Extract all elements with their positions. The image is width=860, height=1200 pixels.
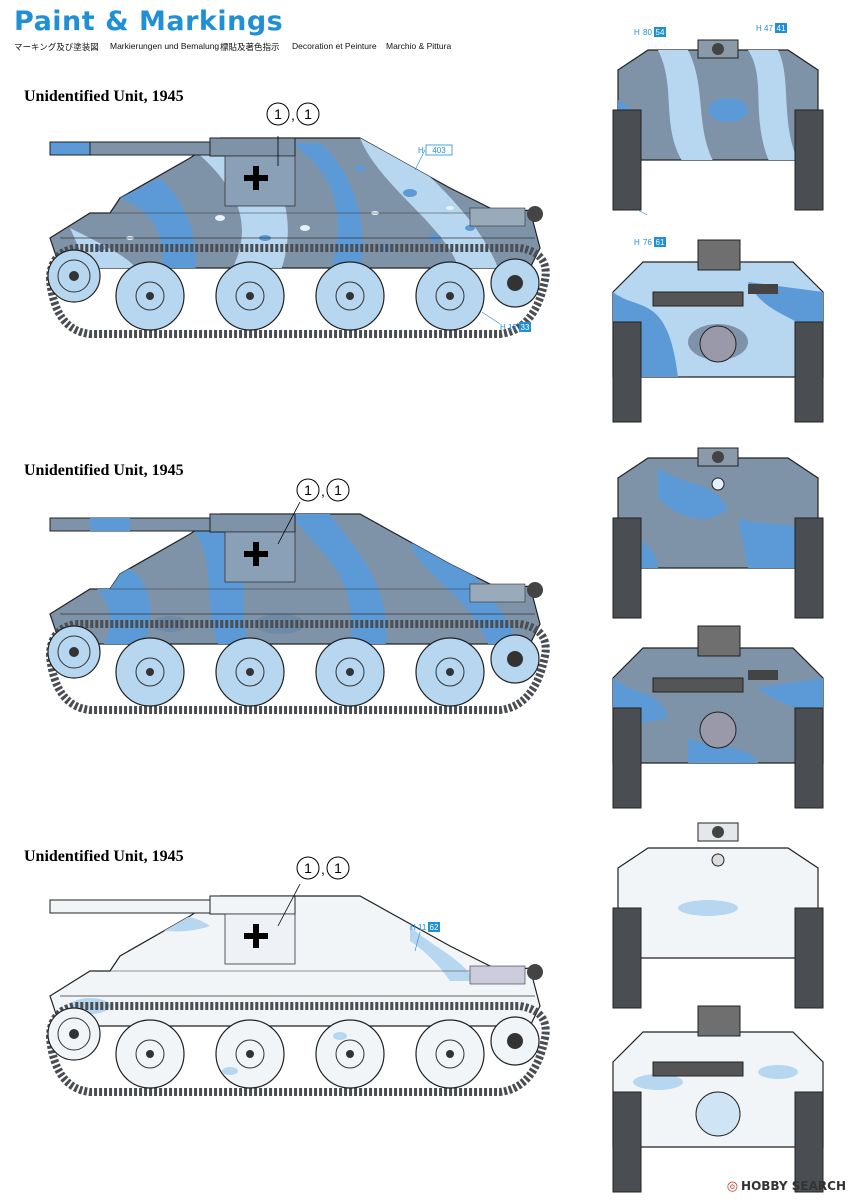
profile-1-drive-sprocket [47, 249, 101, 303]
svg-text:61: 61 [656, 238, 665, 247]
profile-1-idler-wheel [490, 258, 540, 308]
profile-1-rear-view: H 76 61 [612, 237, 824, 423]
profile-3-side-view: 1 , 1 H 11 62 [45, 856, 550, 1096]
profile-3-color-label-1: H 11 62 [410, 922, 440, 952]
profile-1-front-label-2: H 47 41 [756, 23, 787, 33]
profile-3-callout-sep: , [321, 861, 325, 877]
profile-2-drive-sprocket [47, 625, 101, 679]
profile-3-unit-title: Unidentified Unit, 1945 [24, 848, 184, 865]
svg-text:H: H [418, 146, 424, 155]
profile-2-rear-view [612, 625, 824, 809]
profile-1-callout-a: 1 [274, 106, 282, 122]
profile-1-front-label-3: H 16 28 [637, 209, 649, 215]
profile-2-unit-title: Unidentified Unit, 1945 [24, 462, 184, 479]
profile-1-side-view: 1 , 1 H 403 H 12 33 [45, 102, 550, 338]
profile-1-unit-title: Unidentified Unit, 1945 [24, 88, 184, 105]
subtitle-french: Decoration et Peinture [292, 41, 377, 51]
profile-3-idler-wheel [490, 1016, 540, 1066]
profile-2-callout-b: 1 [334, 482, 342, 498]
profile-1-callout-sep: , [291, 107, 295, 123]
profile-1-color-label-1: H 403 [414, 144, 453, 171]
profile-1-balkenkreuz [244, 166, 268, 190]
profile-1-callout-b: 1 [304, 106, 312, 122]
subtitle-chinese: 標貼及著色指示 [220, 42, 280, 52]
svg-text:33: 33 [521, 323, 530, 332]
profile-3-front-view [612, 822, 824, 1009]
profile-1-hull [49, 137, 543, 269]
svg-text:41: 41 [777, 24, 786, 33]
page-title: Paint & Markings [14, 6, 284, 37]
profile-1-track [45, 244, 550, 338]
subtitle-german: Markierungen und Bemalung [110, 41, 220, 51]
profile-3-callout: 1 , 1 [277, 856, 350, 927]
profile-2-side-view: 1 , 1 [45, 478, 550, 714]
hobby-search-text: HOBBY SEARCH [741, 1179, 846, 1193]
profile-2-balkenkreuz [244, 542, 268, 566]
svg-text:54: 54 [656, 28, 665, 37]
profile-3-callout-a: 1 [304, 860, 312, 876]
profile-3-rear-view [612, 1005, 824, 1193]
profile-1-front-view: H 80 54 H 47 41 H 16 28 [612, 23, 824, 215]
profile-2-road-wheels [115, 637, 485, 707]
profile-1-gun [49, 137, 296, 157]
profile-1-front-label-1: H 80 54 [634, 27, 666, 37]
profile-2-gun [49, 513, 296, 533]
profile-2-front-view [612, 447, 824, 619]
profile-3-road-wheels [115, 1019, 485, 1089]
svg-text:H: H [634, 238, 640, 247]
svg-text:H: H [756, 24, 762, 33]
profile-3-gun [49, 895, 296, 915]
profile-3-callout-b: 1 [334, 860, 342, 876]
profile-1-callout: 1 , 1 [266, 102, 320, 166]
svg-text:H: H [410, 923, 416, 932]
profile-2-callout: 1 , 1 [277, 478, 350, 545]
profile-1-road-wheels [115, 261, 485, 331]
subtitle-japanese: マーキング及び塗装図 [14, 42, 99, 52]
svg-text:76: 76 [643, 238, 652, 247]
profile-1-rear-label-1: H 76 61 [634, 237, 666, 247]
profile-2-track [45, 620, 550, 714]
profile-3-balkenkreuz [244, 924, 268, 948]
profile-2-idler-wheel [490, 634, 540, 684]
subtitle-italian: Marchio & Pittura [386, 41, 452, 51]
profile-2-hull [49, 513, 543, 645]
profile-1-color-label-2: H 12 33 [481, 311, 531, 332]
svg-text:403: 403 [432, 146, 446, 155]
profile-3-track [45, 1002, 550, 1096]
profile-3-drive-sprocket [47, 1007, 101, 1061]
svg-text:62: 62 [430, 923, 439, 932]
svg-text:H: H [634, 28, 640, 37]
svg-text:12: 12 [508, 323, 517, 332]
svg-text:11: 11 [418, 923, 427, 932]
profile-2-callout-sep: , [321, 483, 325, 499]
hobby-search-watermark: ◎HOBBY SEARCH [727, 1179, 846, 1194]
hobby-search-logo-icon: ◎ [726, 1179, 739, 1194]
svg-text:80: 80 [643, 28, 652, 37]
svg-text:H: H [500, 323, 506, 332]
profile-2-callout-a: 1 [304, 482, 312, 498]
svg-text:47: 47 [764, 24, 773, 33]
